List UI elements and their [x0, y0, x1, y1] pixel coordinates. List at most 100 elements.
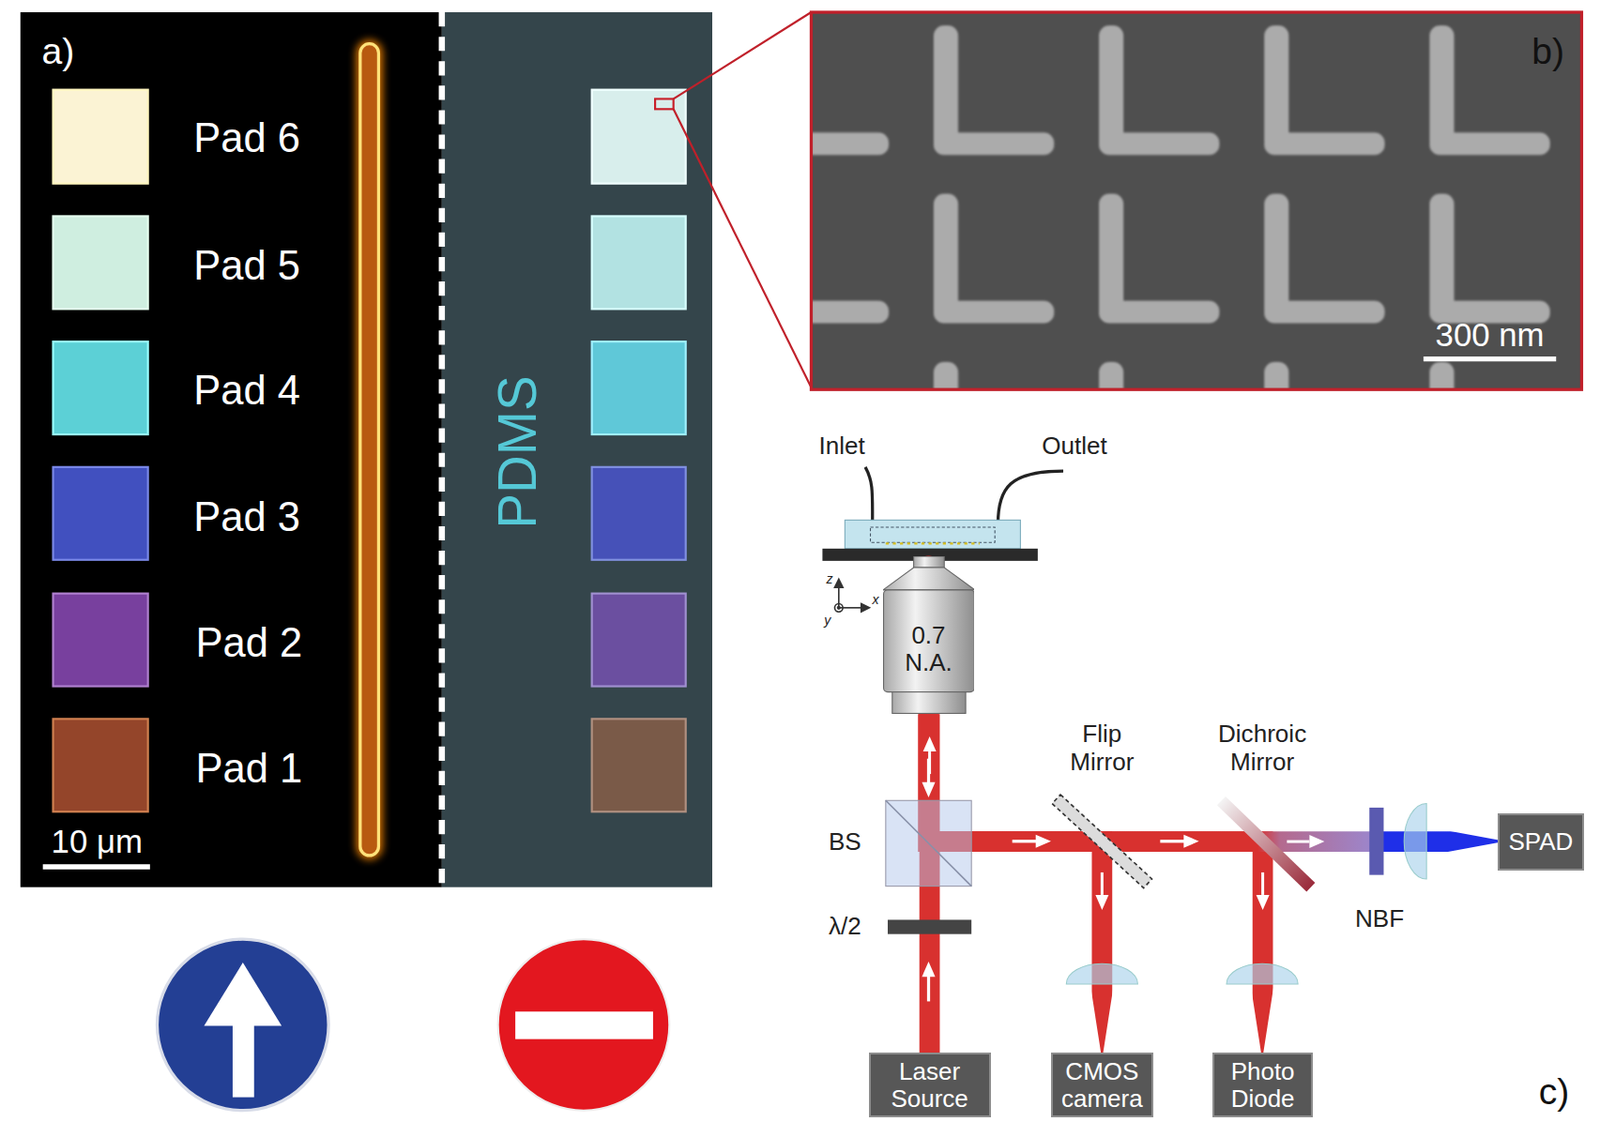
laser-source-box: Laser Source [868, 1052, 991, 1118]
dark-field-panel [441, 12, 713, 888]
panel-letter: a) [42, 30, 76, 73]
axis-symbol [834, 604, 843, 613]
beam-splitter [885, 800, 972, 886]
beam-taper [1249, 981, 1262, 1054]
photodiode-box: Photo Diode [1212, 1052, 1313, 1118]
plasmonic-pad [592, 594, 686, 687]
light-beam [928, 714, 1263, 1053]
one-way-sign [156, 939, 329, 1112]
component-label: NBF [1355, 904, 1404, 933]
sem-image [810, 12, 1582, 390]
flow-cell [997, 471, 1064, 525]
beam-arrowhead [1100, 872, 1104, 896]
glowing-channel [355, 39, 382, 860]
pad-label: Pad 4 [193, 366, 301, 414]
scale-label: 300 nm [1435, 316, 1545, 354]
port-label: Outlet [1041, 431, 1108, 460]
objective-lens [883, 567, 976, 591]
pad-label: Pad 6 [193, 114, 301, 162]
glowing-channel [360, 44, 380, 856]
plasmonic-pad [592, 718, 686, 812]
half-wave-plate [887, 919, 972, 934]
beam-arrowhead [1256, 872, 1270, 911]
plasmonic-pad [592, 90, 686, 184]
axis-symbol [834, 579, 843, 588]
dichroic-mirror [1217, 796, 1315, 893]
one-way-sign [156, 939, 329, 1112]
beam-arrowhead [1095, 872, 1109, 911]
beam-arrowhead [1256, 895, 1270, 911]
one-way-sign [203, 962, 282, 1026]
beam-direction-arrow [921, 782, 935, 798]
focusing-lens [1066, 963, 1138, 985]
flow-cell [870, 527, 996, 543]
sem-image [714, 12, 1592, 390]
scale-bar [43, 864, 151, 869]
panel-letter: b) [1531, 30, 1565, 73]
pad-label: Pad 5 [193, 242, 301, 290]
no-entry-sign [498, 939, 671, 1112]
scale-label: 10 μm [51, 822, 143, 861]
beam-direction-arrow [921, 759, 1199, 1003]
cmos-camera-box: CMOS camera [1051, 1052, 1154, 1118]
plasmonic-pad [53, 467, 149, 561]
objective-lens [913, 556, 945, 568]
beam-direction-arrow [1183, 835, 1199, 849]
beam-arrowhead [1261, 872, 1265, 896]
no-entry-sign [498, 939, 671, 1112]
zoom-leader [673, 12, 812, 388]
dark-field-panel [439, 12, 446, 888]
objective-lens: 0.7 N.A. [883, 556, 976, 716]
pad-label: Pad 3 [193, 493, 301, 541]
plasmonic-pad [53, 341, 149, 435]
plasmonic-pad [53, 90, 149, 184]
beam-taper [1089, 827, 1500, 1054]
focusing-lens [1066, 804, 1427, 985]
axis-label: y [823, 612, 831, 628]
beam-taper [1263, 981, 1275, 1054]
plasmonic-pad [53, 215, 149, 309]
beam-direction-arrow [927, 975, 930, 1002]
axis-label: z [826, 570, 834, 586]
component-label: λ/2 [828, 912, 862, 941]
flip-mirror [1051, 794, 1152, 889]
flow-cell [865, 467, 873, 525]
spad-detector-box: SPAD [1497, 813, 1584, 871]
dichroic-mirror [1217, 796, 1315, 893]
focusing-lens [1226, 963, 1298, 985]
zoom-box [655, 98, 674, 109]
plasmonic-pad [592, 215, 686, 309]
node-label: SPAD [1508, 828, 1573, 856]
beam-taper [1427, 827, 1500, 841]
zoom-leader [673, 108, 812, 388]
node-label: Photo Diode [1217, 1058, 1309, 1113]
plasmonic-pad [53, 718, 149, 812]
node-label: 0.7 N.A. [893, 622, 964, 676]
beam-arrowhead [1286, 835, 1325, 849]
axis-label: x [871, 592, 879, 608]
objective-lens [883, 589, 975, 692]
focusing-lens [1403, 804, 1427, 880]
dark-field-panel [20, 12, 442, 888]
component-label: Flip Mirror [1051, 719, 1154, 777]
narrow-band-filter [1369, 807, 1384, 876]
port-label: Inlet [818, 431, 865, 460]
beam-direction-arrow [1159, 839, 1185, 843]
beam-arrowhead [923, 736, 937, 752]
axis-symbol [834, 579, 869, 612]
dark-field-panel [20, 12, 713, 888]
panel-letter: c) [1539, 1070, 1570, 1113]
beam-taper [1427, 842, 1500, 856]
flow-cell [844, 519, 1021, 549]
sem-image [810, 12, 1582, 390]
light-beam [928, 714, 1263, 1053]
pad-label: Pad 2 [195, 619, 303, 667]
material-label: PDMS [487, 375, 549, 529]
beam-direction-arrow [921, 961, 935, 977]
one-way-sign [232, 1018, 255, 1098]
flow-cell [885, 542, 980, 545]
pad-label: Pad 1 [195, 745, 303, 793]
